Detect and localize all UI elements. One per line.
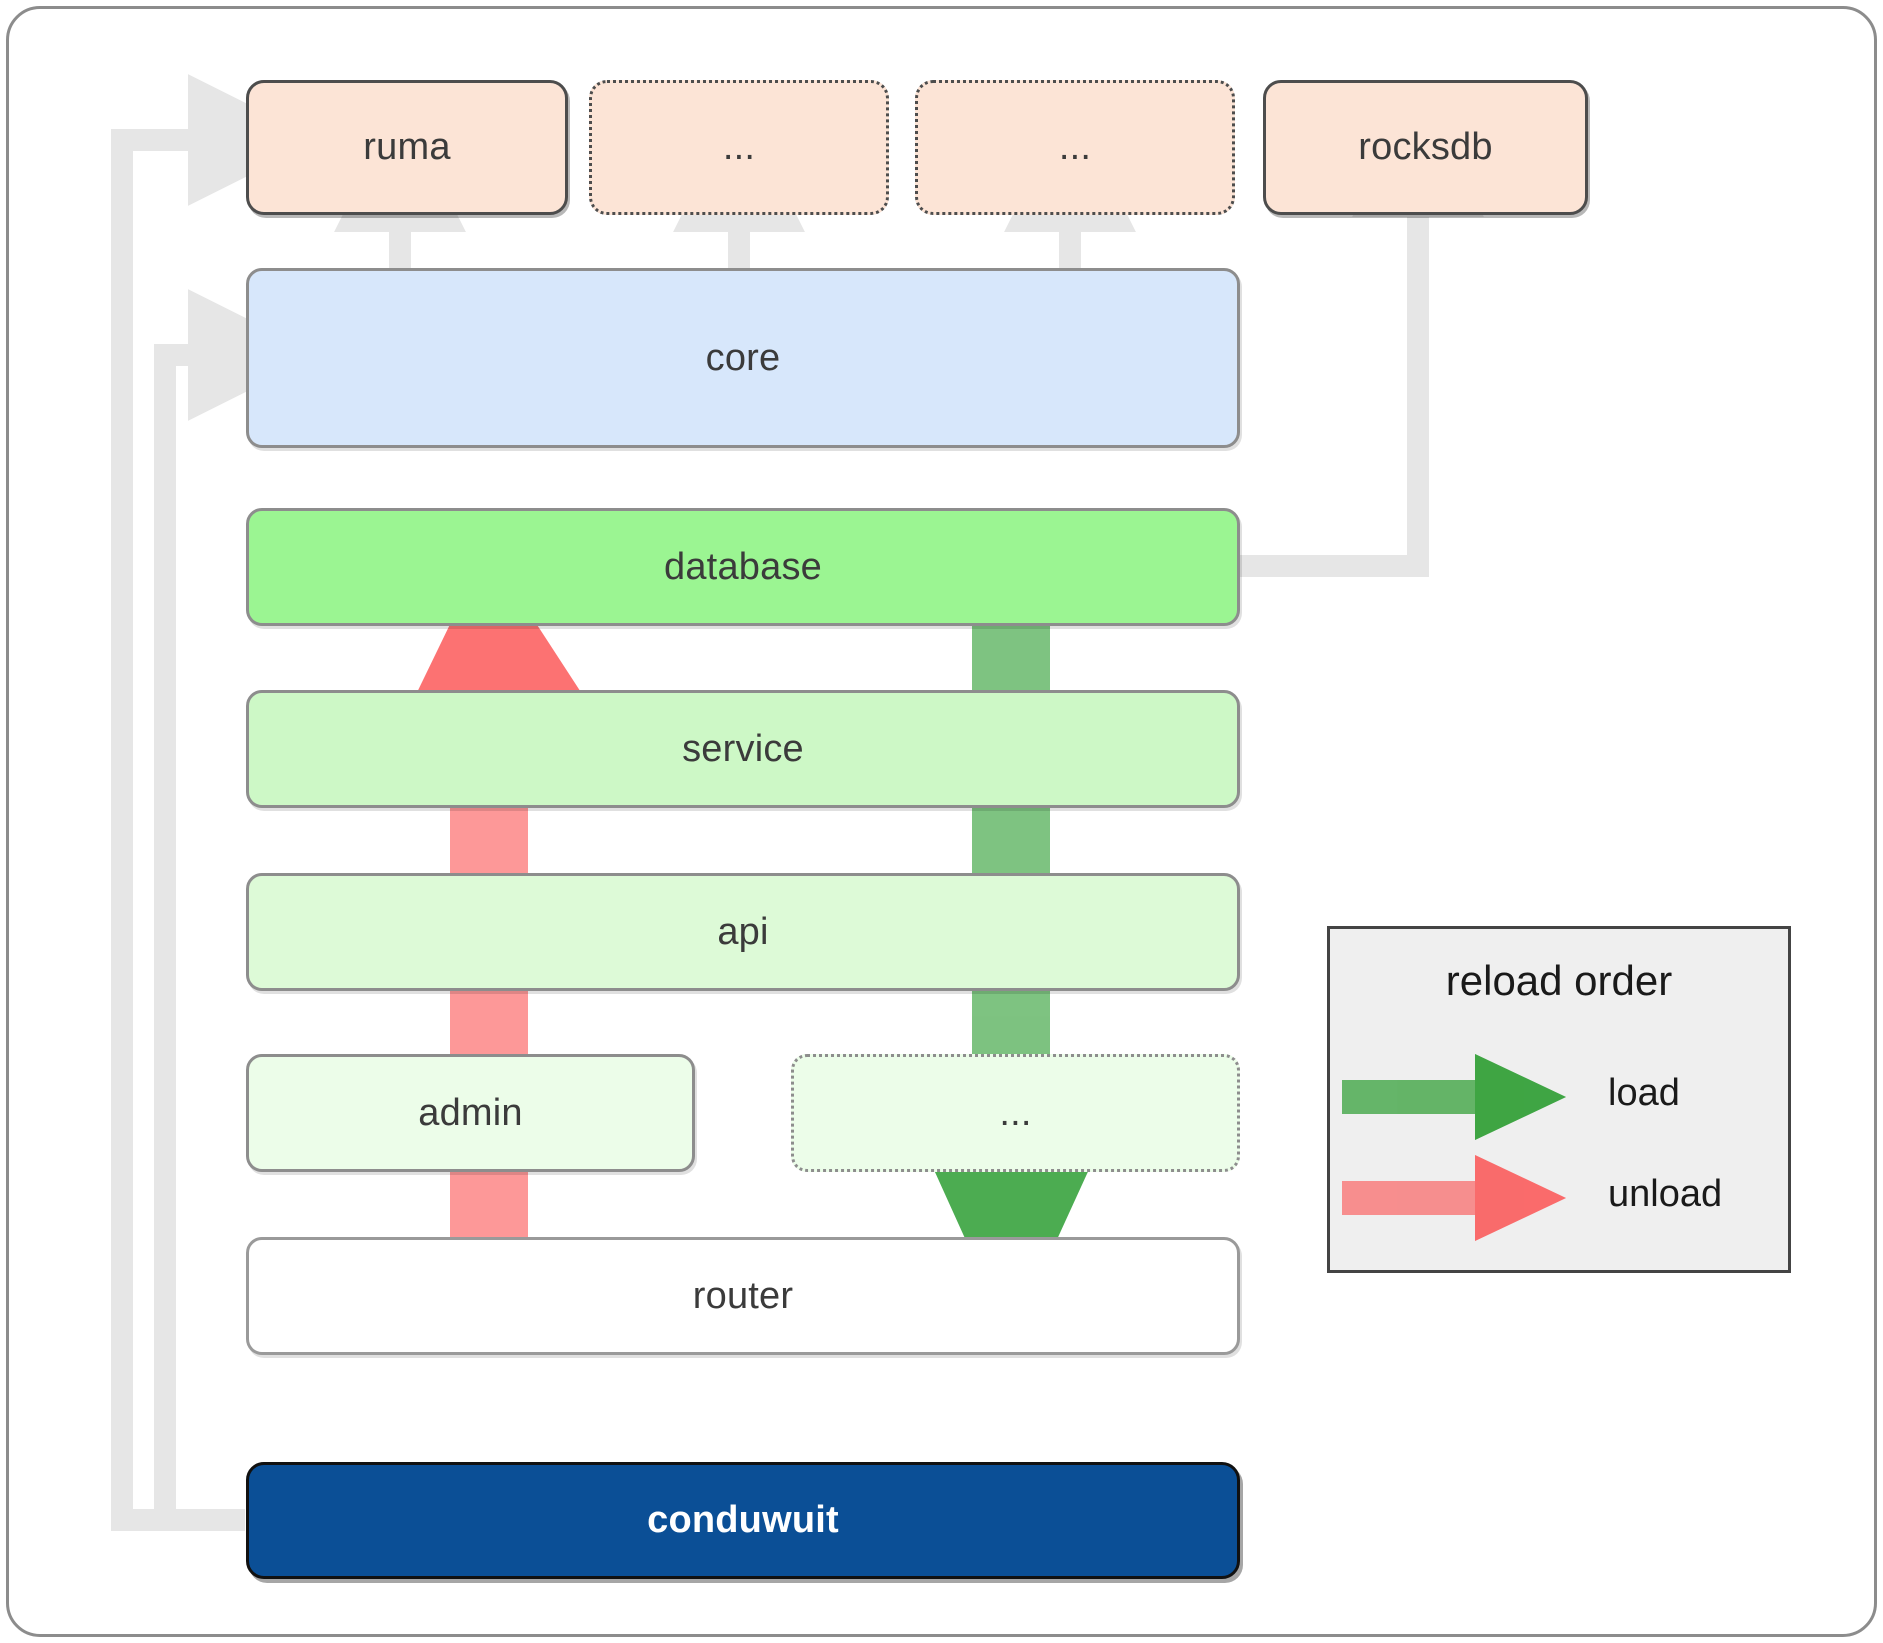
node-service-label: service	[682, 727, 804, 770]
node-database[interactable]: database	[246, 508, 1240, 626]
node-dots-2-label: ...	[1058, 126, 1092, 168]
node-router[interactable]: router	[246, 1237, 1240, 1355]
node-core-label: core	[705, 336, 781, 379]
legend-load-label: load	[1608, 1072, 1680, 1114]
node-api-label: api	[717, 910, 769, 953]
node-rocksdb[interactable]: rocksdb	[1263, 80, 1588, 215]
legend-unload-arrow-icon	[1342, 1155, 1566, 1241]
legend-title: reload order	[1445, 957, 1673, 1004]
legend: reload order load	[1327, 926, 1791, 1273]
node-api[interactable]: api	[246, 873, 1240, 991]
node-admin[interactable]: admin	[246, 1054, 695, 1172]
node-conduwuit-label: conduwuit	[647, 1499, 839, 1541]
node-conduwuit[interactable]: conduwuit	[246, 1462, 1240, 1579]
node-ruma-label: ruma	[363, 126, 451, 168]
node-dots-2[interactable]: ...	[915, 80, 1235, 215]
legend-load-arrow-icon	[1342, 1054, 1566, 1140]
node-database-label: database	[664, 545, 822, 588]
node-dots-3[interactable]: ...	[791, 1054, 1240, 1172]
node-admin-label: admin	[418, 1091, 523, 1134]
legend-item-unload: unload	[1330, 1155, 1788, 1241]
node-ruma[interactable]: ruma	[246, 80, 568, 215]
node-core[interactable]: core	[246, 268, 1240, 448]
legend-unload-label: unload	[1608, 1173, 1723, 1215]
diagram-frame	[6, 6, 1877, 1637]
node-dots-1-label: ...	[722, 126, 756, 168]
node-rocksdb-label: rocksdb	[1358, 126, 1493, 168]
node-dots-1[interactable]: ...	[589, 80, 889, 215]
legend-item-load: load	[1330, 1054, 1788, 1140]
node-service[interactable]: service	[246, 690, 1240, 808]
node-dots-3-label: ...	[999, 1091, 1032, 1134]
node-router-label: router	[692, 1274, 794, 1317]
